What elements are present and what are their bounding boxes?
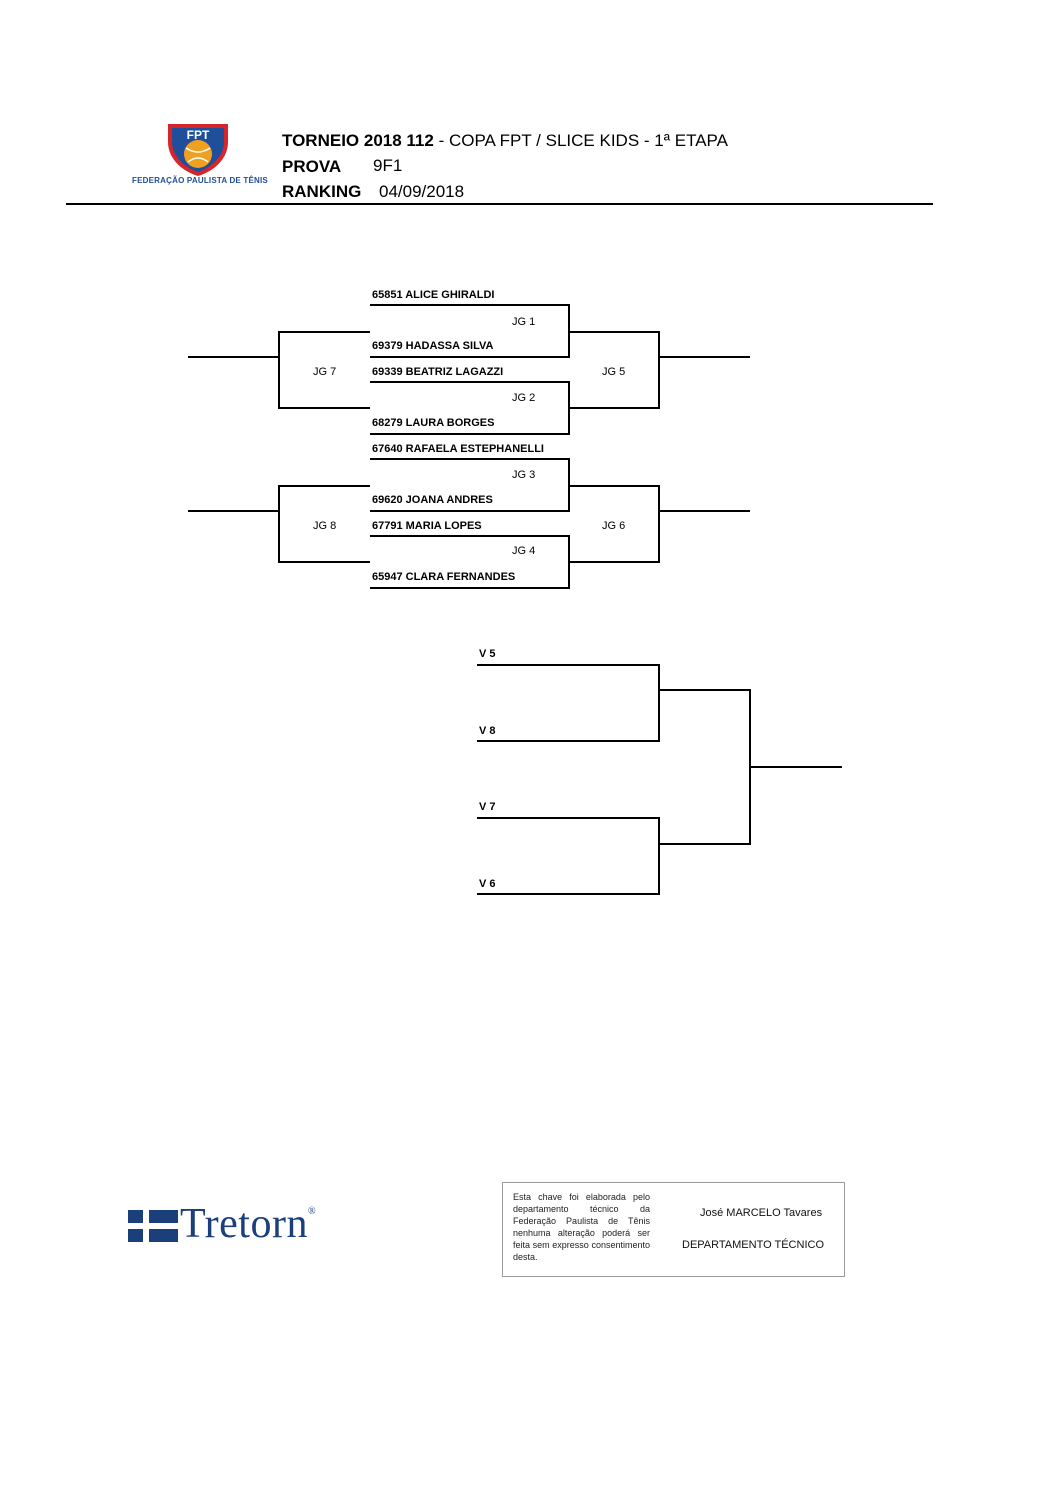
bracket-line <box>477 740 660 742</box>
bracket-line <box>370 304 570 306</box>
bracket-line <box>278 331 280 409</box>
bracket-line <box>568 561 660 563</box>
bracket-line <box>370 535 570 537</box>
player-5: 67640 RAFAELA ESTEPHANELLI <box>372 443 544 455</box>
bracket-line <box>658 356 750 358</box>
ranking-label: RANKING <box>282 182 362 201</box>
sponsor-mark: ® <box>307 1206 317 1217</box>
bracket-line <box>370 433 570 435</box>
bracket-line <box>477 893 660 895</box>
game-6-label: JG 6 <box>602 520 626 532</box>
sponsor-name: Tretorn <box>180 1201 308 1247</box>
game-2-label: JG 2 <box>512 392 536 404</box>
game-4-label: JG 4 <box>512 545 536 557</box>
entry-v6: V 6 <box>479 878 496 890</box>
bracket-line <box>658 843 751 845</box>
game-7-label: JG 7 <box>313 366 337 378</box>
fpt-logo: FPT <box>162 120 234 183</box>
entry-v8: V 8 <box>479 725 496 737</box>
bracket-line <box>658 510 750 512</box>
sponsor-logo: Tretorn® <box>180 1200 316 1248</box>
game-8-label: JG 8 <box>313 520 337 532</box>
tournament-title: TORNEIO 2018 112 - COPA FPT / SLICE KIDS… <box>282 131 728 151</box>
bracket-line <box>278 561 370 563</box>
player-7: 67791 MARIA LOPES <box>372 520 482 532</box>
bracket-line <box>658 485 660 563</box>
federation-name: FEDERAÇÃO PAULISTA DE TÊNIS <box>132 176 268 185</box>
bracket-line <box>477 817 660 819</box>
entry-v5: V 5 <box>479 648 496 660</box>
bracket-line <box>658 689 751 691</box>
signature-name: José MARCELO Tavares <box>700 1207 823 1219</box>
player-4: 68279 LAURA BORGES <box>372 417 495 429</box>
tretorn-flag-icon <box>128 1210 178 1247</box>
bracket-line <box>749 766 842 768</box>
bracket-line <box>370 587 570 589</box>
bracket-line <box>188 356 280 358</box>
bracket-line <box>658 817 660 895</box>
bracket-line <box>278 485 370 487</box>
game-5-label: JG 5 <box>602 366 626 378</box>
player-8: 65947 CLARA FERNANDES <box>372 571 516 583</box>
signature-dept: DEPARTAMENTO TÉCNICO <box>682 1239 825 1251</box>
entry-v7: V 7 <box>479 801 496 813</box>
player-2: 69379 HADASSA SILVA <box>372 340 494 352</box>
player-1: 65851 ALICE GHIRALDI <box>372 289 495 301</box>
bracket-line <box>658 331 660 409</box>
bracket-line <box>188 510 280 512</box>
bracket-line <box>568 331 660 333</box>
bracket-line <box>278 485 280 563</box>
player-6: 69620 JOANA ANDRES <box>372 494 493 506</box>
bracket-line <box>568 485 660 487</box>
game-3-label: JG 3 <box>512 469 536 481</box>
tournament-desc: - COPA FPT / SLICE KIDS - 1ª ETAPA <box>433 131 728 150</box>
bracket-line <box>658 664 660 742</box>
player-3: 69339 BEATRIZ LAGAZZI <box>372 366 504 378</box>
ranking-value: 04/09/2018 <box>379 182 465 201</box>
bracket-line <box>370 356 570 358</box>
logo-letters: FPT <box>187 128 210 142</box>
bracket-line <box>477 664 660 666</box>
prova-label: PROVA <box>282 157 342 176</box>
game-1-label: JG 1 <box>512 316 536 328</box>
bracket-line <box>278 407 370 409</box>
disclaimer-note: Esta chave foi elaborada pelo departamen… <box>513 1192 650 1262</box>
bracket-line <box>370 510 570 512</box>
tournament-label: TORNEIO 2018 112 <box>282 131 434 150</box>
bracket-line <box>370 458 570 460</box>
note-box <box>502 1182 845 1277</box>
bracket-line <box>278 331 370 333</box>
bracket-line <box>370 381 570 383</box>
bracket-line <box>568 407 660 409</box>
prova-value: 9F1 <box>373 156 403 175</box>
header-rule <box>66 203 933 205</box>
